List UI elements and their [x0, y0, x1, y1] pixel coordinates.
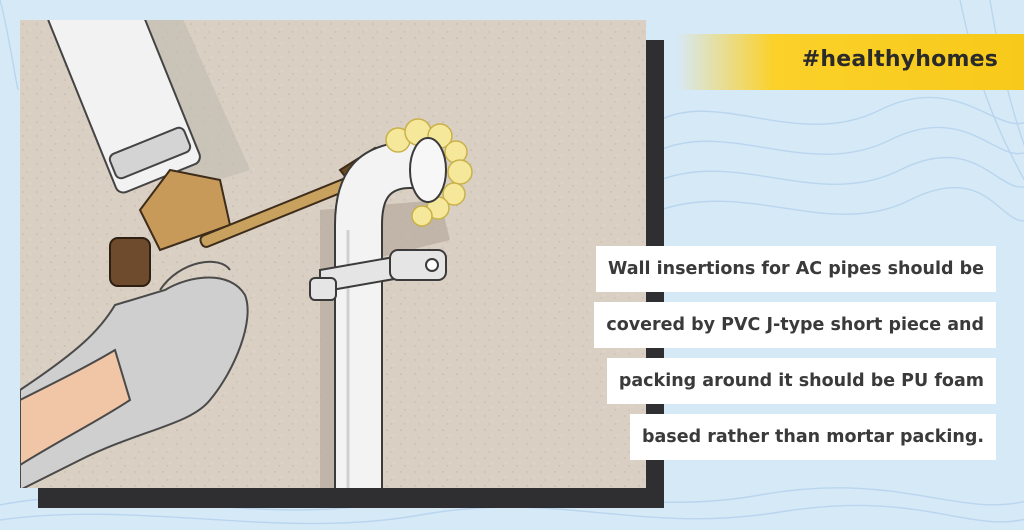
caption-line: Wall insertions for AC pipes should be: [596, 246, 996, 292]
caption-line: packing around it should be PU foam: [606, 358, 996, 404]
hashtag-label: #healthyhomes: [801, 47, 998, 72]
pipe-opening: [409, 137, 447, 203]
caption-line: based rather than mortar packing.: [629, 414, 996, 460]
gloved-hand: [20, 260, 249, 488]
caption-block: Wall insertions for AC pipes should be c…: [476, 246, 996, 460]
pipe-foam-illustration: [20, 20, 646, 488]
pipe-clamp: [309, 249, 447, 301]
foam-canister: [47, 20, 250, 195]
caption-line: covered by PVC J-type short piece and: [594, 302, 996, 348]
hashtag-banner: #healthyhomes: [676, 34, 1024, 90]
